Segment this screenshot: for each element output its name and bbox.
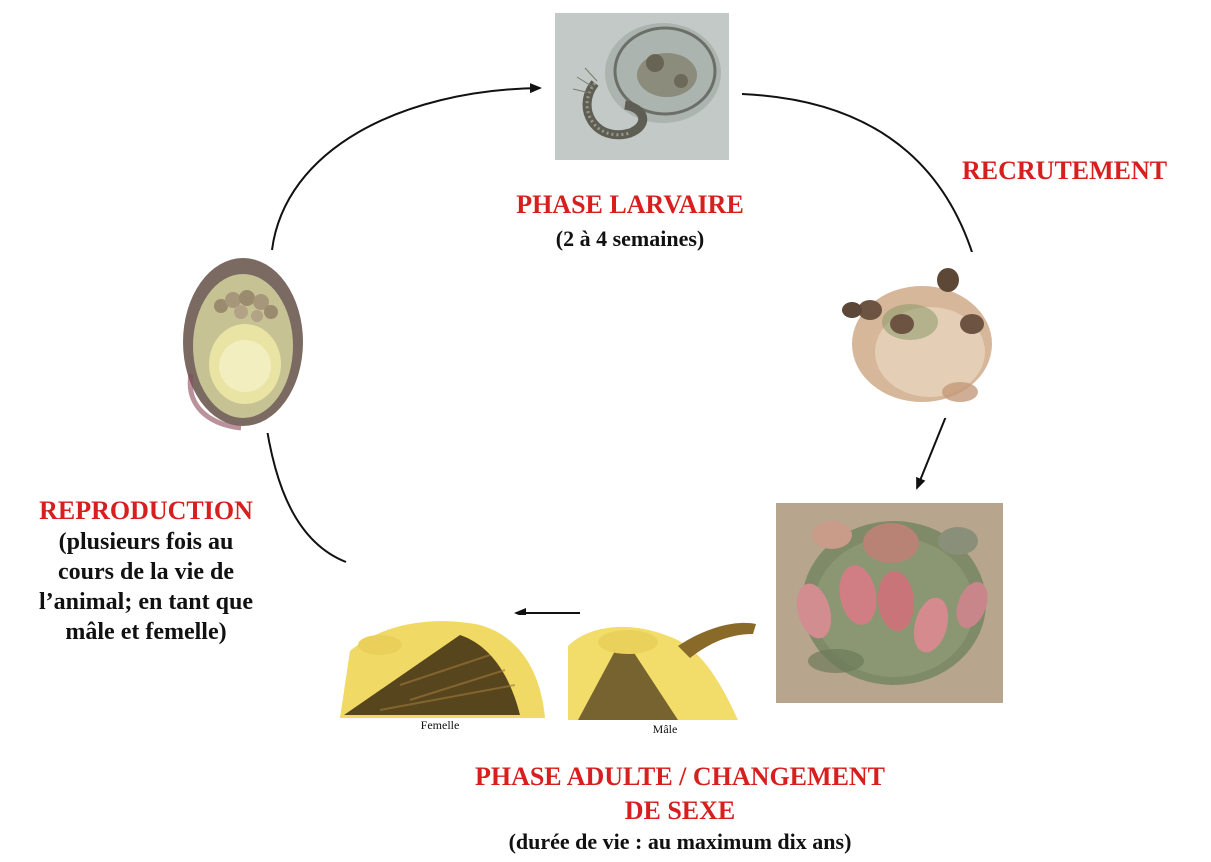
reproduction-line-4: mâle et femelle) (0, 617, 292, 647)
female-photo (340, 615, 545, 718)
male-photo (568, 616, 758, 720)
male-caption: Mâle (635, 722, 695, 737)
reproduction-line-3: l’animal; en tant que (0, 587, 292, 617)
adult-phase-title-line2: DE SEXE (380, 794, 980, 828)
reproduction-block: REPRODUCTION (plusieurs fois au cours de… (0, 495, 292, 647)
female-caption: Femelle (400, 718, 480, 733)
reproduction-photo (181, 254, 314, 433)
larval-phase-title: PHASE LARVAIRE (470, 190, 790, 220)
larval-phase-duration: (2 à 4 semaines) (470, 226, 790, 252)
adult-cluster-photo (776, 503, 1003, 703)
reproduction-line-2: cours de la vie de (0, 557, 292, 587)
reproduction-line-1: (plusieurs fois au (0, 527, 292, 557)
recruitment-title: RECRUTEMENT (962, 156, 1167, 186)
juvenile-photo (830, 252, 1000, 418)
reproduction-title: REPRODUCTION (0, 495, 292, 527)
adult-phase-block: PHASE ADULTE / CHANGEMENT DE SEXE (durée… (380, 760, 980, 856)
larva-photo (555, 13, 729, 160)
adult-phase-lifespan: (durée de vie : au maximum dix ans) (380, 828, 980, 856)
adult-phase-title-line1: PHASE ADULTE / CHANGEMENT (380, 760, 980, 794)
